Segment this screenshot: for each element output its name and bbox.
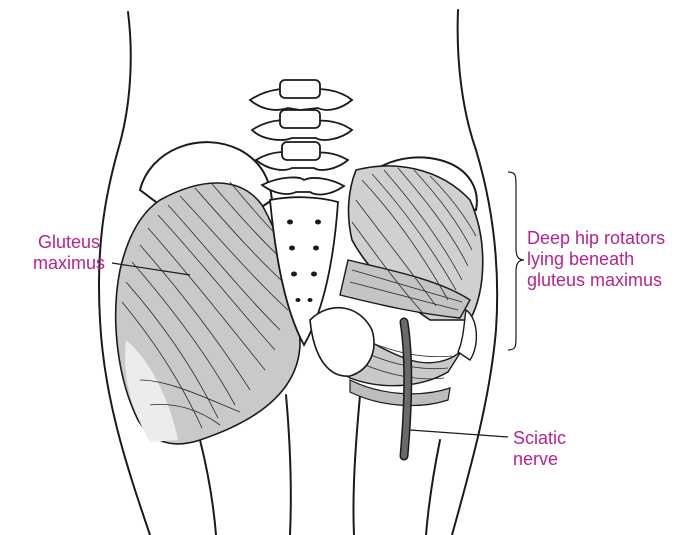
rotators-label-line-1: Deep hip rotators [527,228,665,249]
sciatic-nerve [404,322,408,456]
sciatic-leader-line [410,430,508,437]
ischium-bones [310,308,374,376]
rotators-label-line-3: gluteus maximus [527,270,665,291]
sciatic-label-line-1: Sciatic [513,428,566,449]
deep-hip-rotators-label: Deep hip rotators lying beneath gluteus … [527,228,665,291]
rotators-label-line-2: lying beneath [527,249,665,270]
sciatic-label-line-2: nerve [513,449,566,470]
rotators-bracket [508,172,524,350]
gluteus-maximus-label: Gluteus maximus [20,232,118,274]
sciatic-nerve-label: Sciatic nerve [513,428,566,470]
gluteus-label-line-1: Gluteus [20,232,118,253]
gluteus-label-line-2: maximus [20,253,118,274]
